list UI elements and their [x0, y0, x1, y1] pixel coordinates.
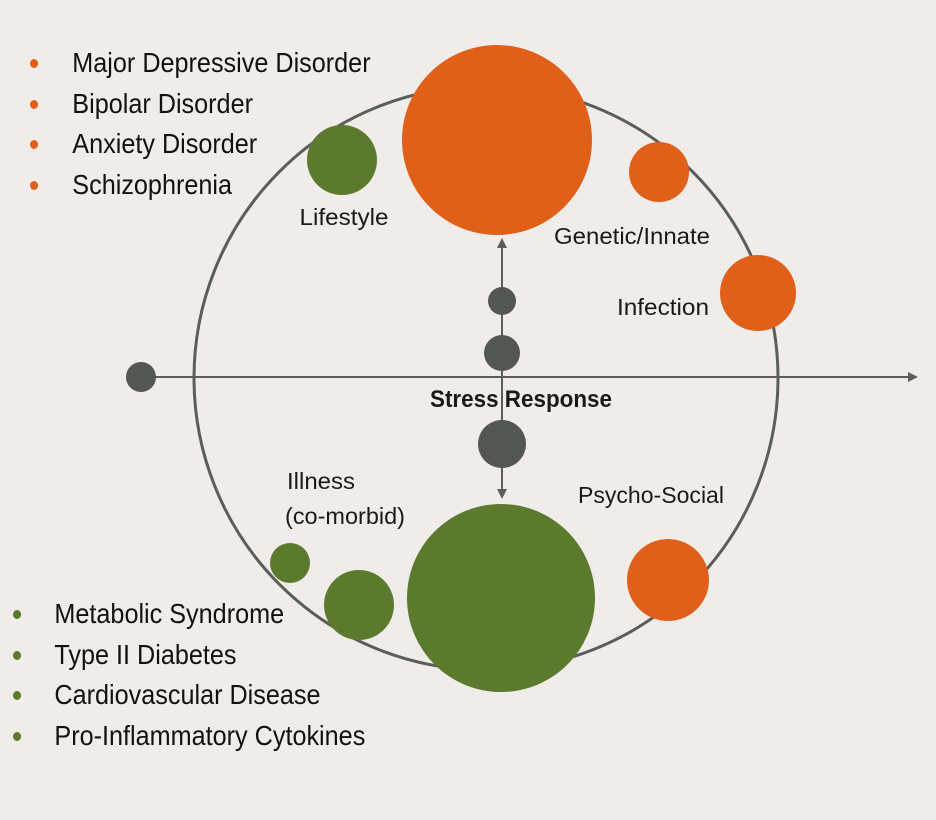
metabolic-conditions-list: Metabolic Syndrome Type II Diabetes Card… — [13, 594, 404, 756]
list-item: Major Depressive Disorder — [30, 43, 371, 84]
bullet-icon — [30, 59, 39, 68]
bullet-icon — [13, 610, 22, 619]
axis-origin-node — [126, 362, 156, 392]
stress-node-small — [488, 287, 516, 315]
genetic-innate-node — [629, 142, 689, 202]
bullet-icon — [30, 99, 39, 109]
list-item: Type II Diabetes — [13, 635, 365, 676]
list-item-label: Schizophrenia — [72, 168, 233, 200]
illness-node-small — [270, 543, 310, 583]
list-item-label: Pro-Inflammatory Cytokines — [54, 719, 366, 751]
illness-label-line2: (co-morbid) — [285, 503, 405, 529]
stress-node-medium — [484, 335, 520, 371]
list-item: Bipolar Disorder — [30, 84, 371, 125]
metabolic-disorders-node — [407, 504, 595, 692]
lifestyle-label: Lifestyle — [300, 204, 389, 230]
illness-node-large — [324, 570, 394, 640]
psychiatric-disorders-node — [402, 45, 592, 235]
list-item: Schizophrenia — [30, 165, 371, 206]
stress-response-label: Stress Response — [430, 386, 612, 413]
bullet-icon — [13, 650, 22, 660]
bullet-icon — [13, 691, 22, 700]
list-item-label: Bipolar Disorder — [72, 87, 253, 119]
list-item-label: Major Depressive Disorder — [72, 47, 371, 78]
lifestyle-node — [307, 125, 377, 195]
psycho-social-node — [627, 539, 709, 621]
stress-node-large — [478, 420, 526, 468]
bullet-icon — [30, 180, 39, 190]
psycho-social-label: Psycho-Social — [578, 482, 724, 508]
list-item: Cardiovascular Disease — [13, 675, 365, 716]
infection-node — [720, 255, 796, 331]
genetic-innate-label: Genetic/Innate — [554, 223, 710, 249]
infection-label: Infection — [617, 294, 709, 320]
psychiatric-disorders-list: Major Depressive Disorder Bipolar Disord… — [30, 43, 408, 205]
list-item: Anxiety Disorder — [30, 124, 371, 165]
list-item: Metabolic Syndrome — [13, 594, 365, 635]
list-item-label: Type II Diabetes — [54, 638, 237, 670]
list-item-label: Cardiovascular Disease — [54, 679, 321, 710]
list-item-label: Metabolic Syndrome — [54, 598, 285, 629]
list-item: Pro-Inflammatory Cytokines — [13, 716, 365, 757]
illness-label-line1: Illness — [287, 468, 355, 494]
bullet-icon — [30, 140, 39, 149]
list-item-label: Anxiety Disorder — [72, 128, 258, 159]
bullet-icon — [13, 731, 22, 741]
